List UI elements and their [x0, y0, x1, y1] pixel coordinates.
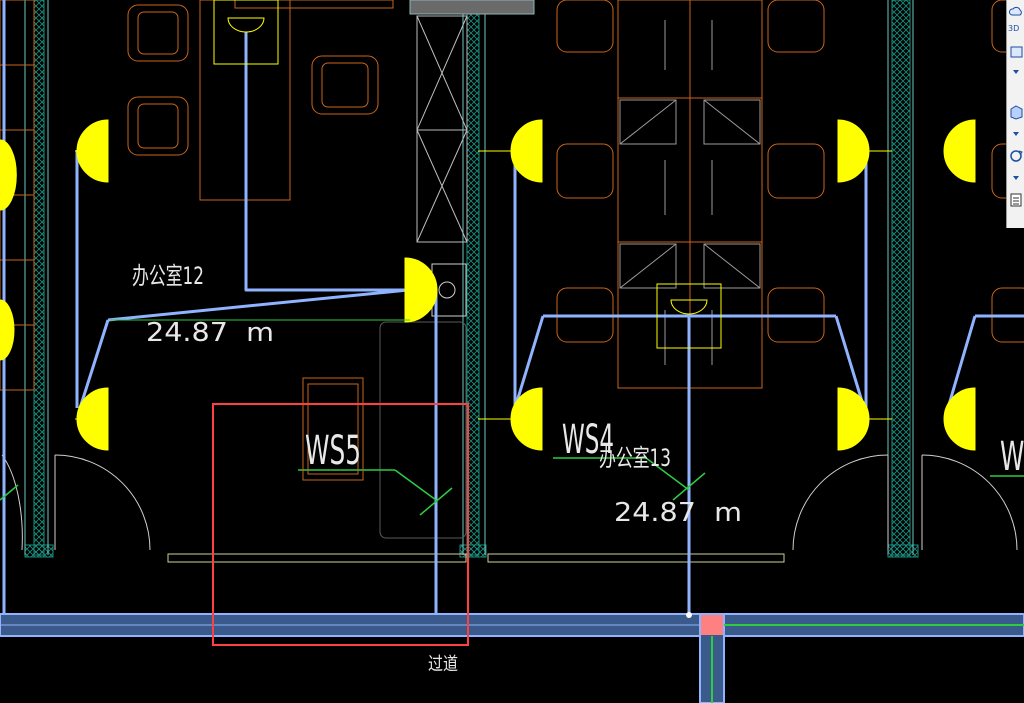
- switch-leaders: [0, 319, 1024, 516]
- dropdown-arrow-icon[interactable]: [1009, 124, 1023, 136]
- wall-lamp-icon: [0, 299, 15, 361]
- wall-left: [33, 0, 45, 556]
- wall-right: [891, 0, 911, 556]
- chair: [311, 55, 379, 115]
- cloud-icon[interactable]: [1008, 4, 1023, 20]
- ceiling-lamp-icon: [670, 299, 708, 315]
- switch-tag-ws-partial: WS: [1000, 434, 1024, 480]
- 3d-view-icon[interactable]: 3D: [1008, 24, 1020, 33]
- chair: [127, 96, 189, 156]
- room-area-office12: 24.87 m: [146, 318, 274, 348]
- dropdown-arrow-icon[interactable]: [1009, 168, 1023, 180]
- equipment-shaft: [409, 0, 535, 317]
- ws5-switch-box: [302, 377, 364, 481]
- selection-rectangle[interactable]: [212, 403, 469, 646]
- switch-tag-ws4: WS4: [562, 417, 614, 463]
- dropdown-arrow-icon[interactable]: [1009, 62, 1023, 74]
- cube-icon[interactable]: [1009, 104, 1023, 120]
- junction-box: [701, 615, 723, 635]
- corridor-trunk: [0, 612, 1024, 703]
- chair: [127, 4, 189, 62]
- room-name-office13: 办公室13: [599, 444, 671, 472]
- ceiling-lamp-icon: [227, 17, 265, 33]
- doors: [1, 454, 1018, 551]
- orbit-icon[interactable]: [1009, 148, 1023, 164]
- ceiling-lamps: [213, 0, 722, 349]
- switch-tag-ws5: WS5: [305, 428, 361, 474]
- side-cabinet: [379, 321, 467, 539]
- corridor-label: 过道: [428, 654, 458, 675]
- properties-icon[interactable]: [1009, 192, 1023, 208]
- wall-lamp-icon: [943, 119, 976, 183]
- box-icon[interactable]: [1009, 44, 1023, 60]
- wiring: [2, 0, 1024, 615]
- wall-lamp-icon: [404, 257, 438, 323]
- wall-lamp-icon: [943, 387, 976, 451]
- wall-lamp-icon: [0, 139, 17, 211]
- walls: [0, 0, 919, 563]
- view-toolbar: 3D: [1006, 0, 1024, 228]
- room-name-office12: 办公室12: [132, 262, 204, 290]
- room-area-office13: 24.87 m: [614, 498, 742, 528]
